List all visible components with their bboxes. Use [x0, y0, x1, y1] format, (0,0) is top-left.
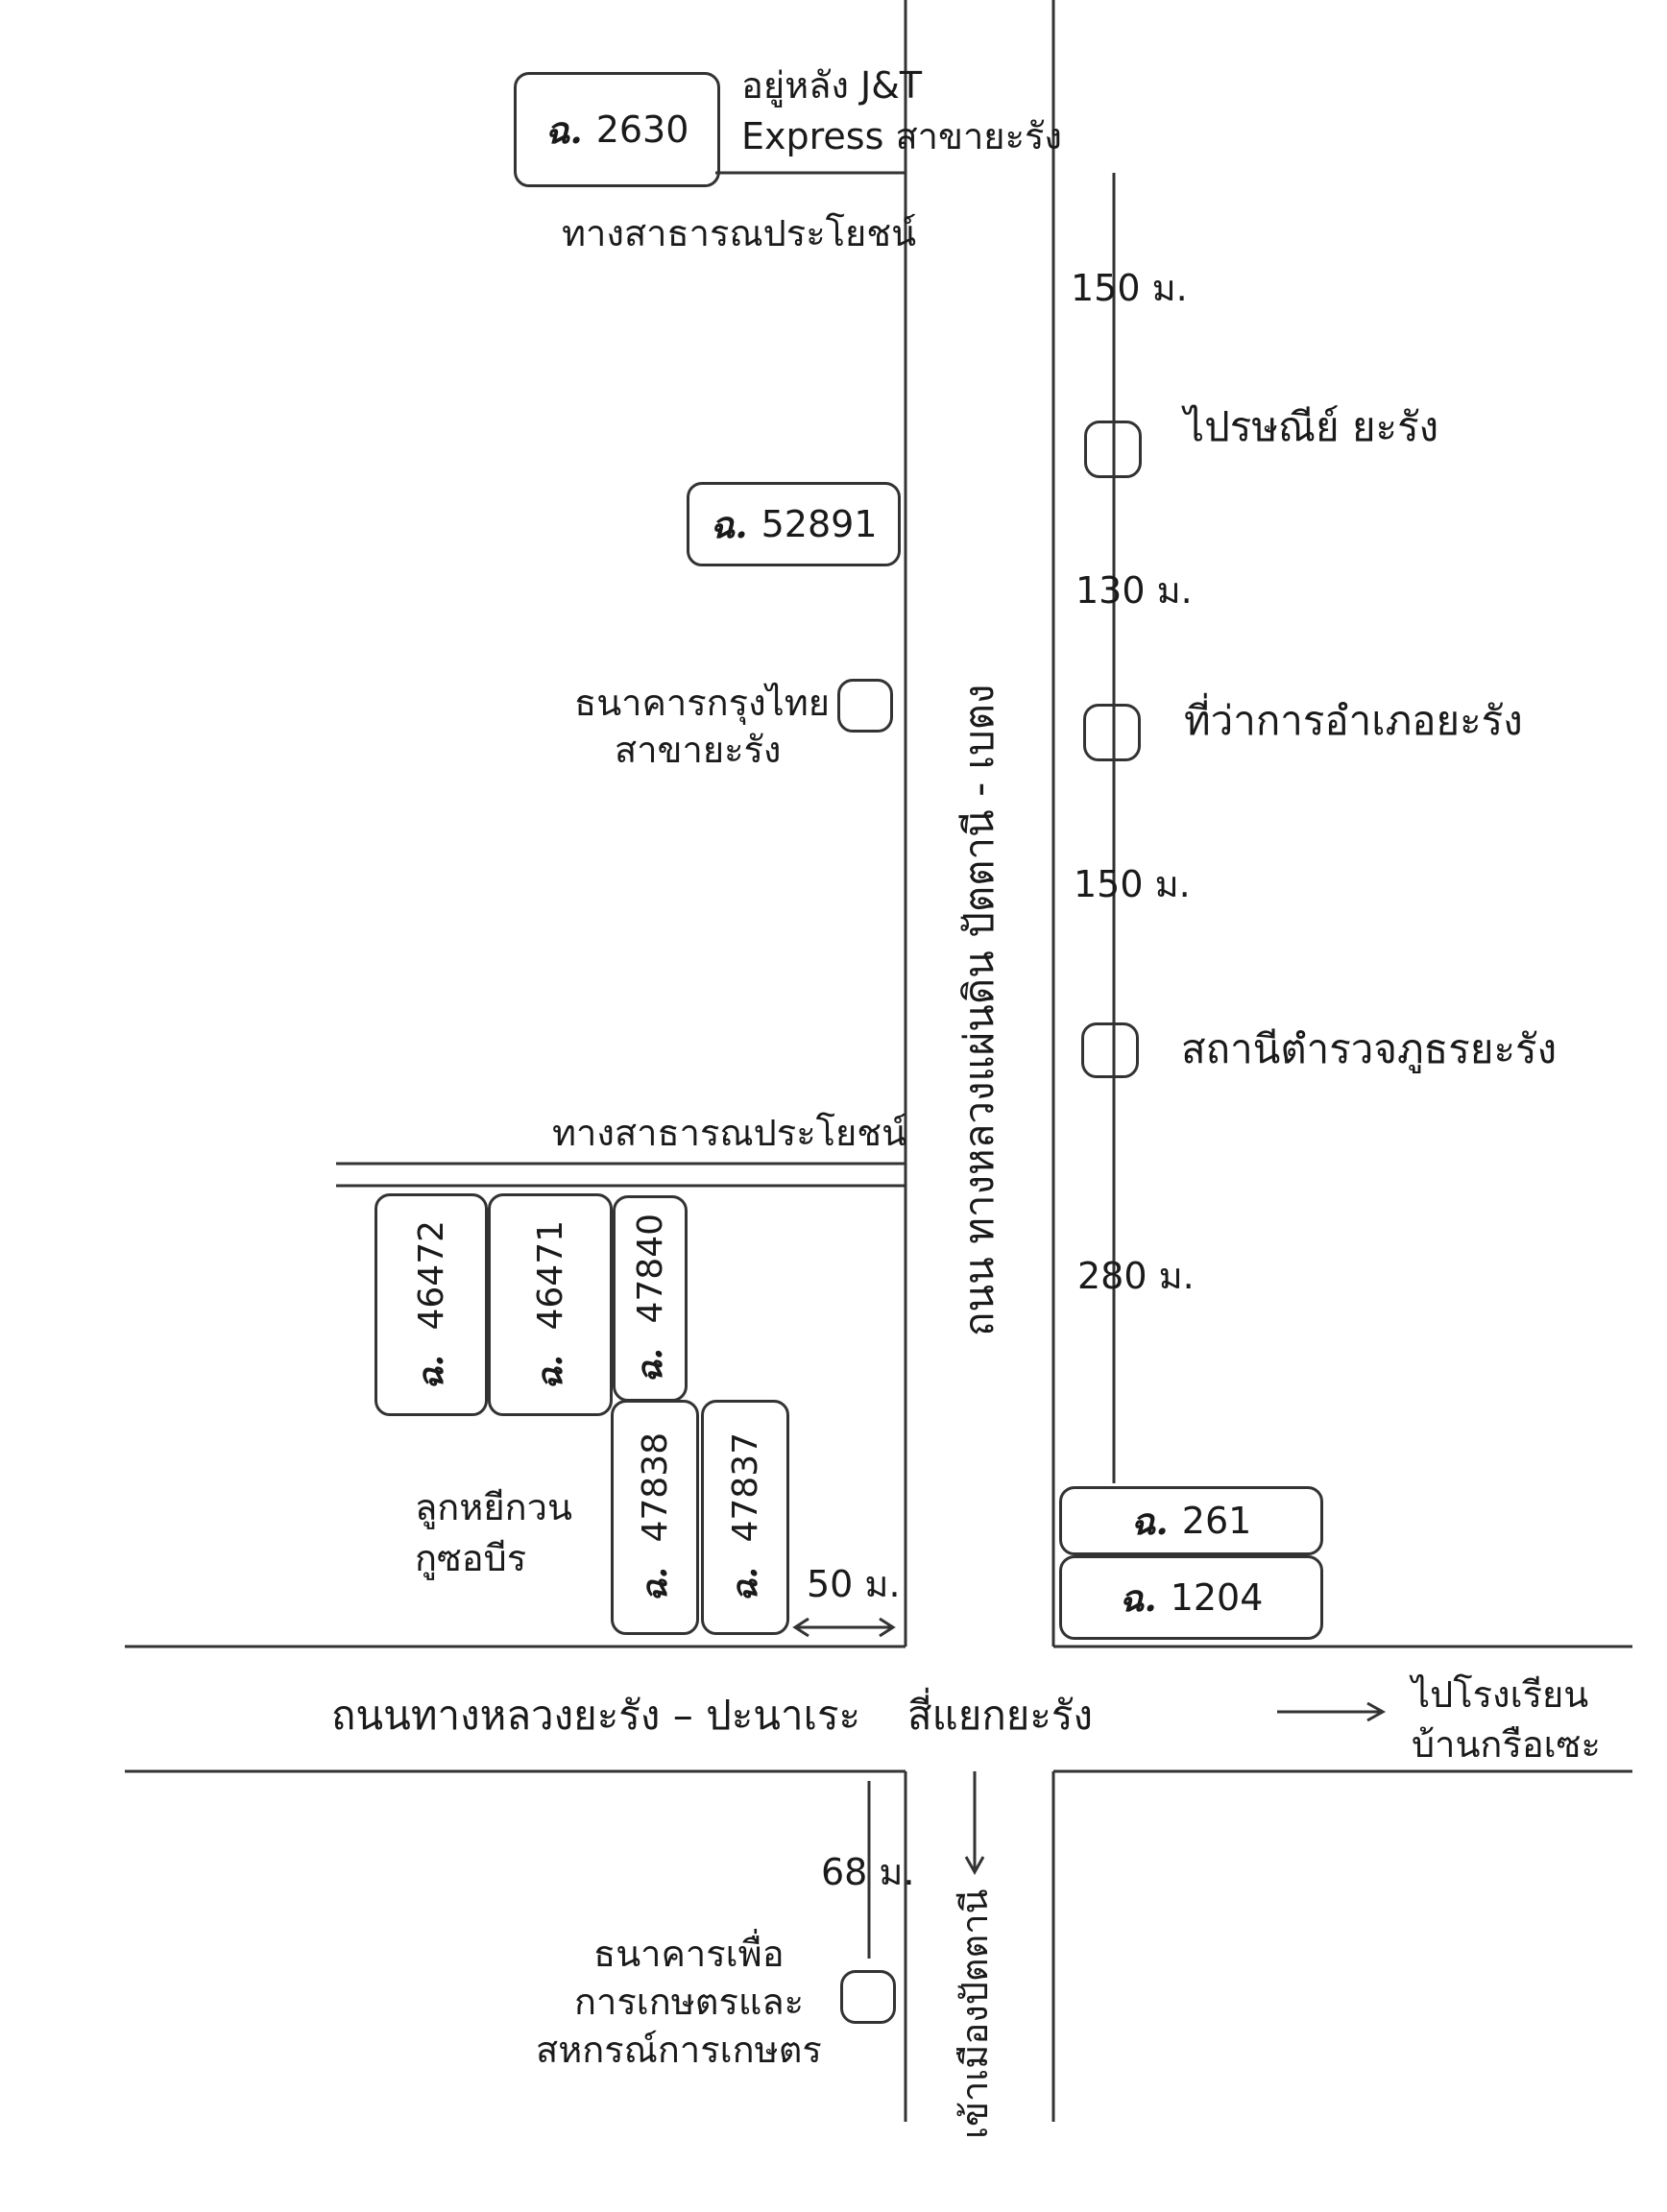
parcel-number: 46472	[412, 1219, 452, 1331]
police-station-label: สถานีตำรวจภูธรยะรัง	[1181, 1025, 1558, 1072]
parcel-1204: ฉ. 1204	[1059, 1555, 1323, 1640]
post-office-marker	[1084, 421, 1142, 478]
parcel-46471: ฉ. 46471	[488, 1193, 613, 1416]
parcel-47838: ฉ. 47838	[611, 1400, 699, 1635]
lukyee-line1: ลูกหยีกวน	[415, 1486, 572, 1528]
to-school-line1: ไปโรงเรียน	[1412, 1673, 1589, 1716]
parcel-number: 46471	[531, 1219, 571, 1331]
ktb-bank-line1: ธนาคารกรุงไทย	[574, 682, 831, 724]
public-way-top-label: ทางสาธารณประโยชน์	[562, 212, 917, 254]
to-school-line2: บ้านกรือเซะ	[1412, 1723, 1601, 1766]
distance-68: 68 ม.	[821, 1851, 915, 1893]
arrow-50m-left-head	[792, 1617, 809, 1638]
parcel-prefix: ฉ.	[1119, 1575, 1157, 1620]
baac-bank-line1: ธนาคารเพื่อ	[593, 1933, 785, 1975]
parcel-47837: ฉ. 47837	[701, 1400, 789, 1635]
arrow-to-city-head	[964, 1856, 985, 1876]
parcel-46472: ฉ. 46472	[374, 1193, 488, 1416]
distance-150-top: 150 ม.	[1071, 267, 1188, 309]
parcel-number: 1204	[1170, 1576, 1264, 1619]
horizontal-road-label: ถนนทางหลวงยะรัง – ปะนาเระ	[331, 1692, 861, 1739]
arrow-50m-right-head	[879, 1617, 896, 1638]
main-road-label: ถนน ทางหลวงแผ่นดิน ปัตตานี - เบตง	[955, 684, 1003, 1336]
lukyee-line2: กูซอบีร	[415, 1537, 527, 1579]
parcel-prefix: ฉ.	[1130, 1499, 1169, 1543]
parcel-number: 52891	[761, 503, 878, 545]
district-office-marker	[1083, 704, 1141, 761]
distance-130: 130 ม.	[1075, 569, 1193, 612]
parcel-prefix: ฉ.	[544, 108, 583, 152]
parcel-prefix: ฉ.	[710, 502, 748, 546]
public-way-mid-label: ทางสาธารณประโยชน์	[552, 1112, 907, 1154]
ktb-bank-marker	[837, 679, 893, 733]
ktb-bank-line2: สาขายะรัง	[615, 729, 782, 771]
parcel-number: 2630	[595, 108, 689, 151]
parcel-prefix: ฉ.	[530, 1354, 571, 1390]
district-office-label: ที่ว่าการอำเภอยะรัง	[1184, 697, 1523, 744]
parcel-number: 47837	[726, 1431, 766, 1543]
baac-bank-line3: สหกรณ์การเกษตร	[536, 2029, 822, 2071]
parcel-261: ฉ. 261	[1059, 1486, 1323, 1555]
note-jt-line1: อยู่หลัง J&T	[741, 64, 923, 107]
parcel-2630: ฉ. 2630	[514, 72, 720, 187]
intersection-label: สี่แยกยะรัง	[907, 1692, 1093, 1739]
baac-bank-line2: การเกษตรและ	[574, 1981, 805, 2023]
parcel-52891: ฉ. 52891	[687, 482, 901, 566]
post-office-label: ไปรษณีย์ ยะรัง	[1184, 403, 1439, 450]
arrow-to-school-head	[1366, 1701, 1387, 1722]
parcel-number: 47838	[636, 1431, 676, 1543]
note-jt-line2: Express สาขายะรัง	[741, 115, 1062, 157]
distance-280: 280 ม.	[1077, 1255, 1195, 1297]
parcel-number: 47840	[631, 1213, 671, 1324]
parcel-prefix: ฉ.	[725, 1566, 766, 1603]
to-city-label: เข้าเมืองปัตตานี	[954, 1888, 996, 2139]
police-station-marker	[1081, 1022, 1139, 1078]
parcel-prefix: ฉ.	[411, 1354, 452, 1390]
parcel-47840: ฉ. 47840	[613, 1195, 688, 1402]
baac-bank-marker	[840, 1970, 896, 2024]
parcel-prefix: ฉ.	[630, 1347, 671, 1384]
distance-150-mid: 150 ม.	[1074, 863, 1191, 905]
parcel-prefix: ฉ.	[635, 1566, 676, 1603]
parcel-number: 261	[1181, 1500, 1252, 1542]
distance-50: 50 ม.	[807, 1563, 901, 1605]
